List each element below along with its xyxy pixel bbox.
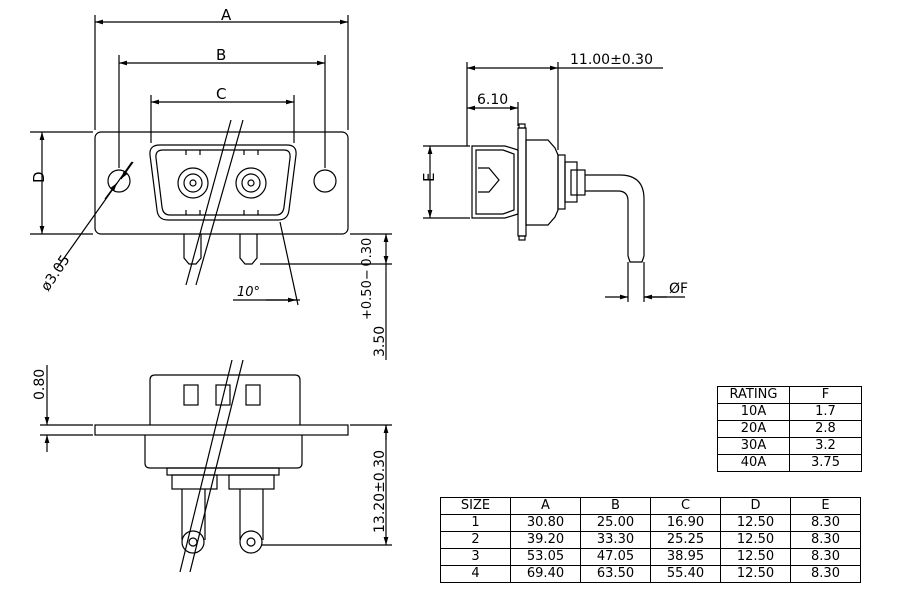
table-cell: 1.7 — [789, 403, 862, 421]
label-angle: 10° — [237, 285, 260, 300]
table-cell: 8.30 — [790, 565, 861, 583]
label-shell: 6.10 — [477, 92, 508, 108]
table-cell: 33.30 — [580, 531, 651, 549]
right-angle-pin — [585, 174, 645, 256]
label-hole: ø3.05 — [38, 252, 73, 294]
side-view — [423, 62, 685, 302]
table-cell: 30.80 — [510, 514, 581, 532]
bottom-pin-right — [239, 489, 264, 540]
table-header-cell: RATING — [717, 386, 790, 404]
table-cell: 55.40 — [650, 565, 721, 583]
table-cell: 2.8 — [789, 420, 862, 438]
table-header-cell: D — [720, 497, 791, 515]
side-flange — [517, 127, 527, 237]
d-shell-outer — [149, 144, 297, 221]
table-cell: 47.05 — [580, 548, 651, 566]
d-shell-inner — [155, 149, 291, 216]
label-a: A — [221, 6, 232, 24]
front-pin-left — [183, 234, 202, 265]
table-cell: 3 — [440, 548, 511, 566]
table-cell: 16.90 — [650, 514, 721, 532]
front-pin-right — [239, 234, 258, 265]
table-cell: 25.00 — [580, 514, 651, 532]
table-row: 4 69.40 63.50 55.40 12.50 8.30 — [440, 565, 861, 583]
table-header-cell: C — [650, 497, 721, 515]
table-cell: 30A — [717, 437, 790, 455]
table-cell: 12.50 — [720, 548, 791, 566]
table-cell: 12.50 — [720, 514, 791, 532]
table-cell: 8.30 — [790, 514, 861, 532]
table-row: 20A 2.8 — [717, 420, 862, 438]
bottom-view — [40, 359, 392, 573]
left-contact — [177, 167, 209, 199]
table-header-cell: B — [580, 497, 651, 515]
table-row: 1 30.80 25.00 16.90 12.50 8.30 — [440, 514, 861, 532]
break-line — [195, 119, 244, 286]
table-cell: 20A — [717, 420, 790, 438]
label-pin-tolerance: +0.50− 0.30 — [360, 238, 375, 320]
bottom-flange — [94, 424, 349, 436]
table-cell: 40A — [717, 454, 790, 472]
side-body — [525, 139, 559, 226]
left-mounting-hole — [107, 169, 131, 193]
table-cell: 8.30 — [790, 531, 861, 549]
table-cell: 4 — [440, 565, 511, 583]
bottom-shell — [149, 374, 301, 425]
table-row: 30A 3.2 — [717, 437, 862, 455]
hole-leader — [56, 161, 133, 269]
right-mounting-hole — [313, 169, 337, 193]
table-row: 10A 1.7 — [717, 403, 862, 421]
table-header-cell: F — [789, 386, 862, 404]
table-row: 2 39.20 33.30 25.25 12.50 8.30 — [440, 531, 861, 549]
table-row: 3 53.05 47.05 38.95 12.50 8.30 — [440, 548, 861, 566]
table-row: 40A 3.75 — [717, 454, 862, 472]
label-pin-length: 3.50 — [372, 326, 388, 357]
label-b: B — [216, 46, 226, 64]
table-header-row: RATING F — [717, 386, 862, 404]
table-header-cell: SIZE — [440, 497, 511, 515]
label-depth: 11.00±0.30 — [570, 52, 653, 68]
label-flange: 0.80 — [32, 369, 48, 400]
table-cell: 39.20 — [510, 531, 581, 549]
label-e: E — [420, 173, 438, 182]
rating-table: RATING F 10A 1.7 20A 2.8 30A 3.2 40A 3.7… — [717, 386, 862, 472]
table-cell: 8.30 — [790, 548, 861, 566]
table-cell: 53.05 — [510, 548, 581, 566]
side-shell — [471, 145, 519, 219]
label-height: 13.20±0.30 — [372, 450, 388, 533]
label-d: D — [30, 171, 48, 183]
table-cell: 2 — [440, 531, 511, 549]
table-cell: 3.75 — [789, 454, 862, 472]
label-pin-dia: ØF — [669, 281, 688, 297]
table-cell: 38.95 — [650, 548, 721, 566]
table-cell: 25.25 — [650, 531, 721, 549]
table-cell: 63.50 — [580, 565, 651, 583]
table-cell: 10A — [717, 403, 790, 421]
table-cell: 12.50 — [720, 565, 791, 583]
size-table: SIZE A B C D E 1 30.80 25.00 16.90 12.50… — [440, 497, 861, 583]
label-c: C — [216, 85, 226, 103]
bottom-pin-left — [181, 489, 206, 540]
front-view — [30, 15, 392, 360]
right-contact — [235, 167, 267, 199]
table-header-cell: A — [510, 497, 581, 515]
table-cell: 12.50 — [720, 531, 791, 549]
table-cell: 1 — [440, 514, 511, 532]
front-flange — [94, 131, 349, 235]
table-cell: 69.40 — [510, 565, 581, 583]
table-header-row: SIZE A B C D E — [440, 497, 861, 515]
table-header-cell: E — [790, 497, 861, 515]
table-cell: 3.2 — [789, 437, 862, 455]
